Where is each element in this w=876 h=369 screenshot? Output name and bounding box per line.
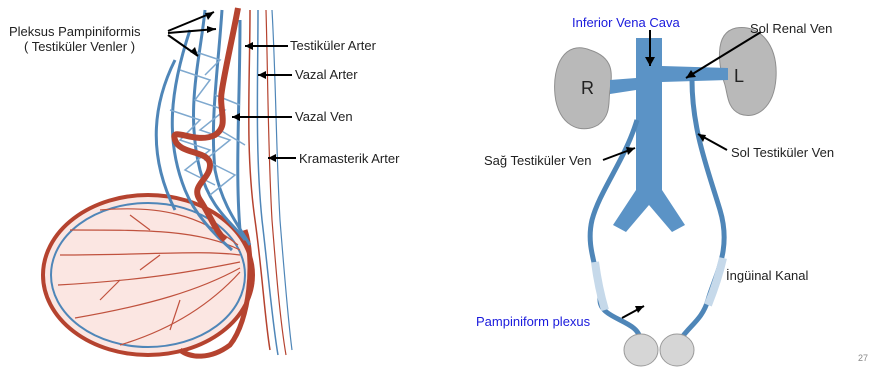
testis [43, 195, 253, 355]
right-testis [624, 334, 658, 366]
vasal-and-cremasteric-vessels [249, 10, 292, 355]
kidney-l-label: L [734, 66, 744, 86]
pampiniform-plexus-label: Pampiniform plexus [476, 314, 590, 329]
testicular-veins-label: ( Testiküler Venler ) [24, 39, 135, 54]
cremasteric-artery-label: Kramasterik Arter [299, 151, 399, 166]
right-testicular-vein [590, 120, 640, 340]
right-renal-vein [610, 78, 636, 94]
left-testis [660, 334, 694, 366]
plexus-illustration [0, 0, 440, 369]
kidney-r-label: R [581, 78, 594, 98]
plexus-label: Pleksus Pampiniformis [9, 24, 141, 39]
inguinal-canal-label: İngüinal Kanal [726, 268, 808, 283]
left-testicular-vein-label: Sol Testiküler Ven [731, 145, 834, 160]
right-testicular-vein-label: Sağ Testiküler Ven [484, 153, 591, 168]
ivc-label: Inferior Vena Cava [572, 15, 680, 30]
vasal-vein-label: Vazal Ven [295, 109, 353, 124]
right-diagram-panel: Inferior Vena Cava Sol Renal Ven R L Sağ… [440, 0, 876, 369]
left-renal-vein-label: Sol Renal Ven [750, 21, 832, 36]
left-testicular-vein [680, 80, 724, 340]
vasal-artery-label: Vazal Arter [295, 67, 358, 82]
left-anatomy-panel: Pleksus Pampiniformis ( Testiküler Venle… [0, 0, 440, 369]
left-inguinal-segment [708, 258, 723, 305]
testicular-artery-label: Testiküler Arter [290, 38, 376, 53]
page-number: 27 [858, 353, 868, 363]
left-renal-vein [662, 66, 728, 82]
right-inguinal-segment [595, 262, 605, 310]
